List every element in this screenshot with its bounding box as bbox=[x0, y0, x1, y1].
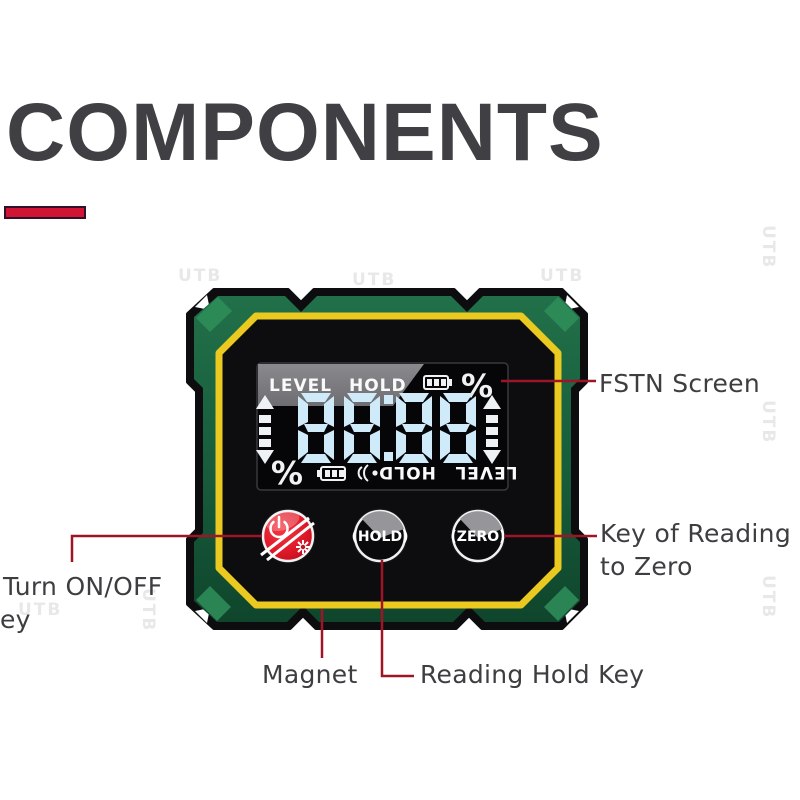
watermark: UTB bbox=[178, 266, 223, 286]
leader-hold bbox=[380, 560, 414, 678]
watermark: UTB bbox=[540, 266, 585, 286]
hold-button: (HOLD) bbox=[352, 508, 409, 564]
lcd-level-label: LEVEL bbox=[269, 376, 332, 396]
callout-zero-key: Key of Reading to Zero bbox=[600, 517, 791, 583]
battery-icon-bottom bbox=[317, 466, 346, 481]
lcd-digits bbox=[298, 393, 476, 463]
lcd-hold-label: HOLD bbox=[349, 376, 407, 396]
callout-text: to Zero bbox=[600, 552, 693, 581]
callout-text: ey bbox=[0, 605, 31, 634]
lcd-hold-inverted: HOLD bbox=[378, 462, 436, 482]
callout-fstn-screen: FSTN Screen bbox=[599, 367, 760, 400]
watermark: UTB bbox=[352, 270, 397, 290]
power-icon bbox=[269, 515, 289, 539]
callout-power-key: Turn ON/OFF ey bbox=[0, 570, 163, 636]
title-accent-bar bbox=[4, 206, 86, 219]
watermark: UTB bbox=[18, 600, 63, 620]
arrow-indicator-left bbox=[256, 395, 274, 464]
leader-power bbox=[70, 534, 262, 562]
lcd-percent-bottom: % bbox=[271, 453, 303, 491]
power-button bbox=[260, 508, 316, 564]
laser-slash bbox=[260, 516, 315, 562]
battery-icon bbox=[423, 375, 452, 390]
hold-button-label: (HOLD) bbox=[352, 529, 409, 545]
page-title: COMPONENTS bbox=[6, 87, 604, 178]
callout-text: Key of Reading bbox=[600, 519, 791, 548]
callout-text: Magnet bbox=[262, 660, 358, 689]
callout-text: Reading Hold Key bbox=[420, 660, 645, 689]
callout-hold-key: Reading Hold Key bbox=[420, 658, 644, 691]
callout-text: FSTN Screen bbox=[599, 369, 760, 398]
zero-button-label: (ZERO) bbox=[450, 529, 505, 545]
callout-magnet: Magnet bbox=[262, 658, 358, 691]
lcd-level-inverted: LEVEL bbox=[454, 462, 517, 482]
arrow-indicator-right bbox=[483, 395, 501, 464]
lcd-screen: LEVEL HOLD % bbox=[256, 362, 518, 491]
leader-lines bbox=[70, 379, 597, 678]
lcd-reflection bbox=[258, 364, 424, 406]
sound-icon bbox=[357, 464, 378, 482]
corner-bevels bbox=[196, 297, 579, 621]
laser-star-icon bbox=[296, 540, 310, 554]
callout-text: Turn ON/OFF bbox=[3, 572, 163, 601]
zero-button: (ZERO) bbox=[450, 508, 506, 564]
